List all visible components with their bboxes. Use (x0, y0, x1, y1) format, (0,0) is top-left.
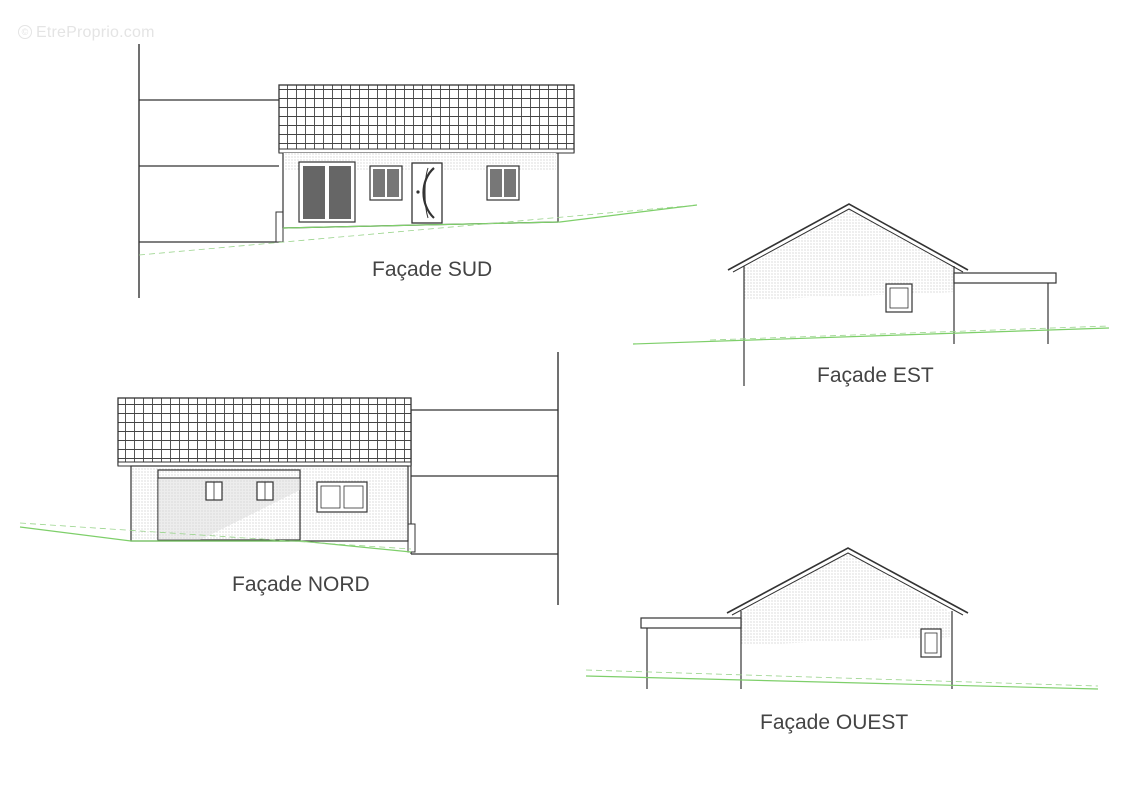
facade-nord-label: Façade NORD (232, 573, 370, 596)
window-ouest (920, 628, 942, 658)
ground-line-nord (19, 526, 412, 553)
ground-line-sud (282, 204, 698, 229)
natural-ground-est (709, 325, 1110, 341)
roof-tiles-sud (278, 84, 575, 153)
facade-nord (19, 352, 559, 605)
gable-shade-est (744, 210, 954, 300)
window-nord (316, 481, 368, 513)
facade-sud (138, 44, 698, 298)
facade-sud-label: Façade SUD (372, 258, 493, 281)
patio-door (298, 161, 356, 223)
window-nord-small-2 (256, 481, 274, 501)
downpipe (407, 523, 416, 553)
watermark-text: EtreProprio.com (36, 24, 155, 41)
window-sud-2 (486, 165, 520, 201)
natural-ground-nord (19, 522, 412, 550)
window-sud-1 (369, 165, 403, 201)
window-est (885, 283, 913, 313)
window-nord-small-1 (205, 481, 223, 501)
facade-est (632, 203, 1110, 386)
roof-tiles-nord (117, 397, 412, 466)
garage-annex-nord (410, 409, 558, 555)
carport-est (953, 272, 1057, 344)
facade-est-label: Façade EST (817, 364, 934, 387)
ground-line-est (632, 327, 1110, 345)
roof-edge-est (727, 203, 969, 271)
gutter-sud (278, 148, 575, 154)
watermark: © EtreProprio.com (18, 24, 155, 42)
downpipe (275, 211, 284, 243)
gutter-nord (117, 461, 412, 467)
natural-ground-ouest (585, 669, 1099, 687)
roof-edge-ouest (726, 547, 969, 614)
gable-shade-ouest (741, 553, 952, 645)
natural-ground-sud (138, 204, 698, 256)
covered-terrace (157, 469, 301, 541)
copyright-icon: © (18, 25, 32, 39)
garage-annex-sud (139, 99, 279, 243)
front-door (411, 162, 443, 224)
ground-line-ouest (585, 675, 1099, 690)
carport-ouest (640, 617, 742, 689)
facade-ouest-label: Façade OUEST (760, 711, 909, 734)
facade-ouest (585, 547, 1099, 690)
